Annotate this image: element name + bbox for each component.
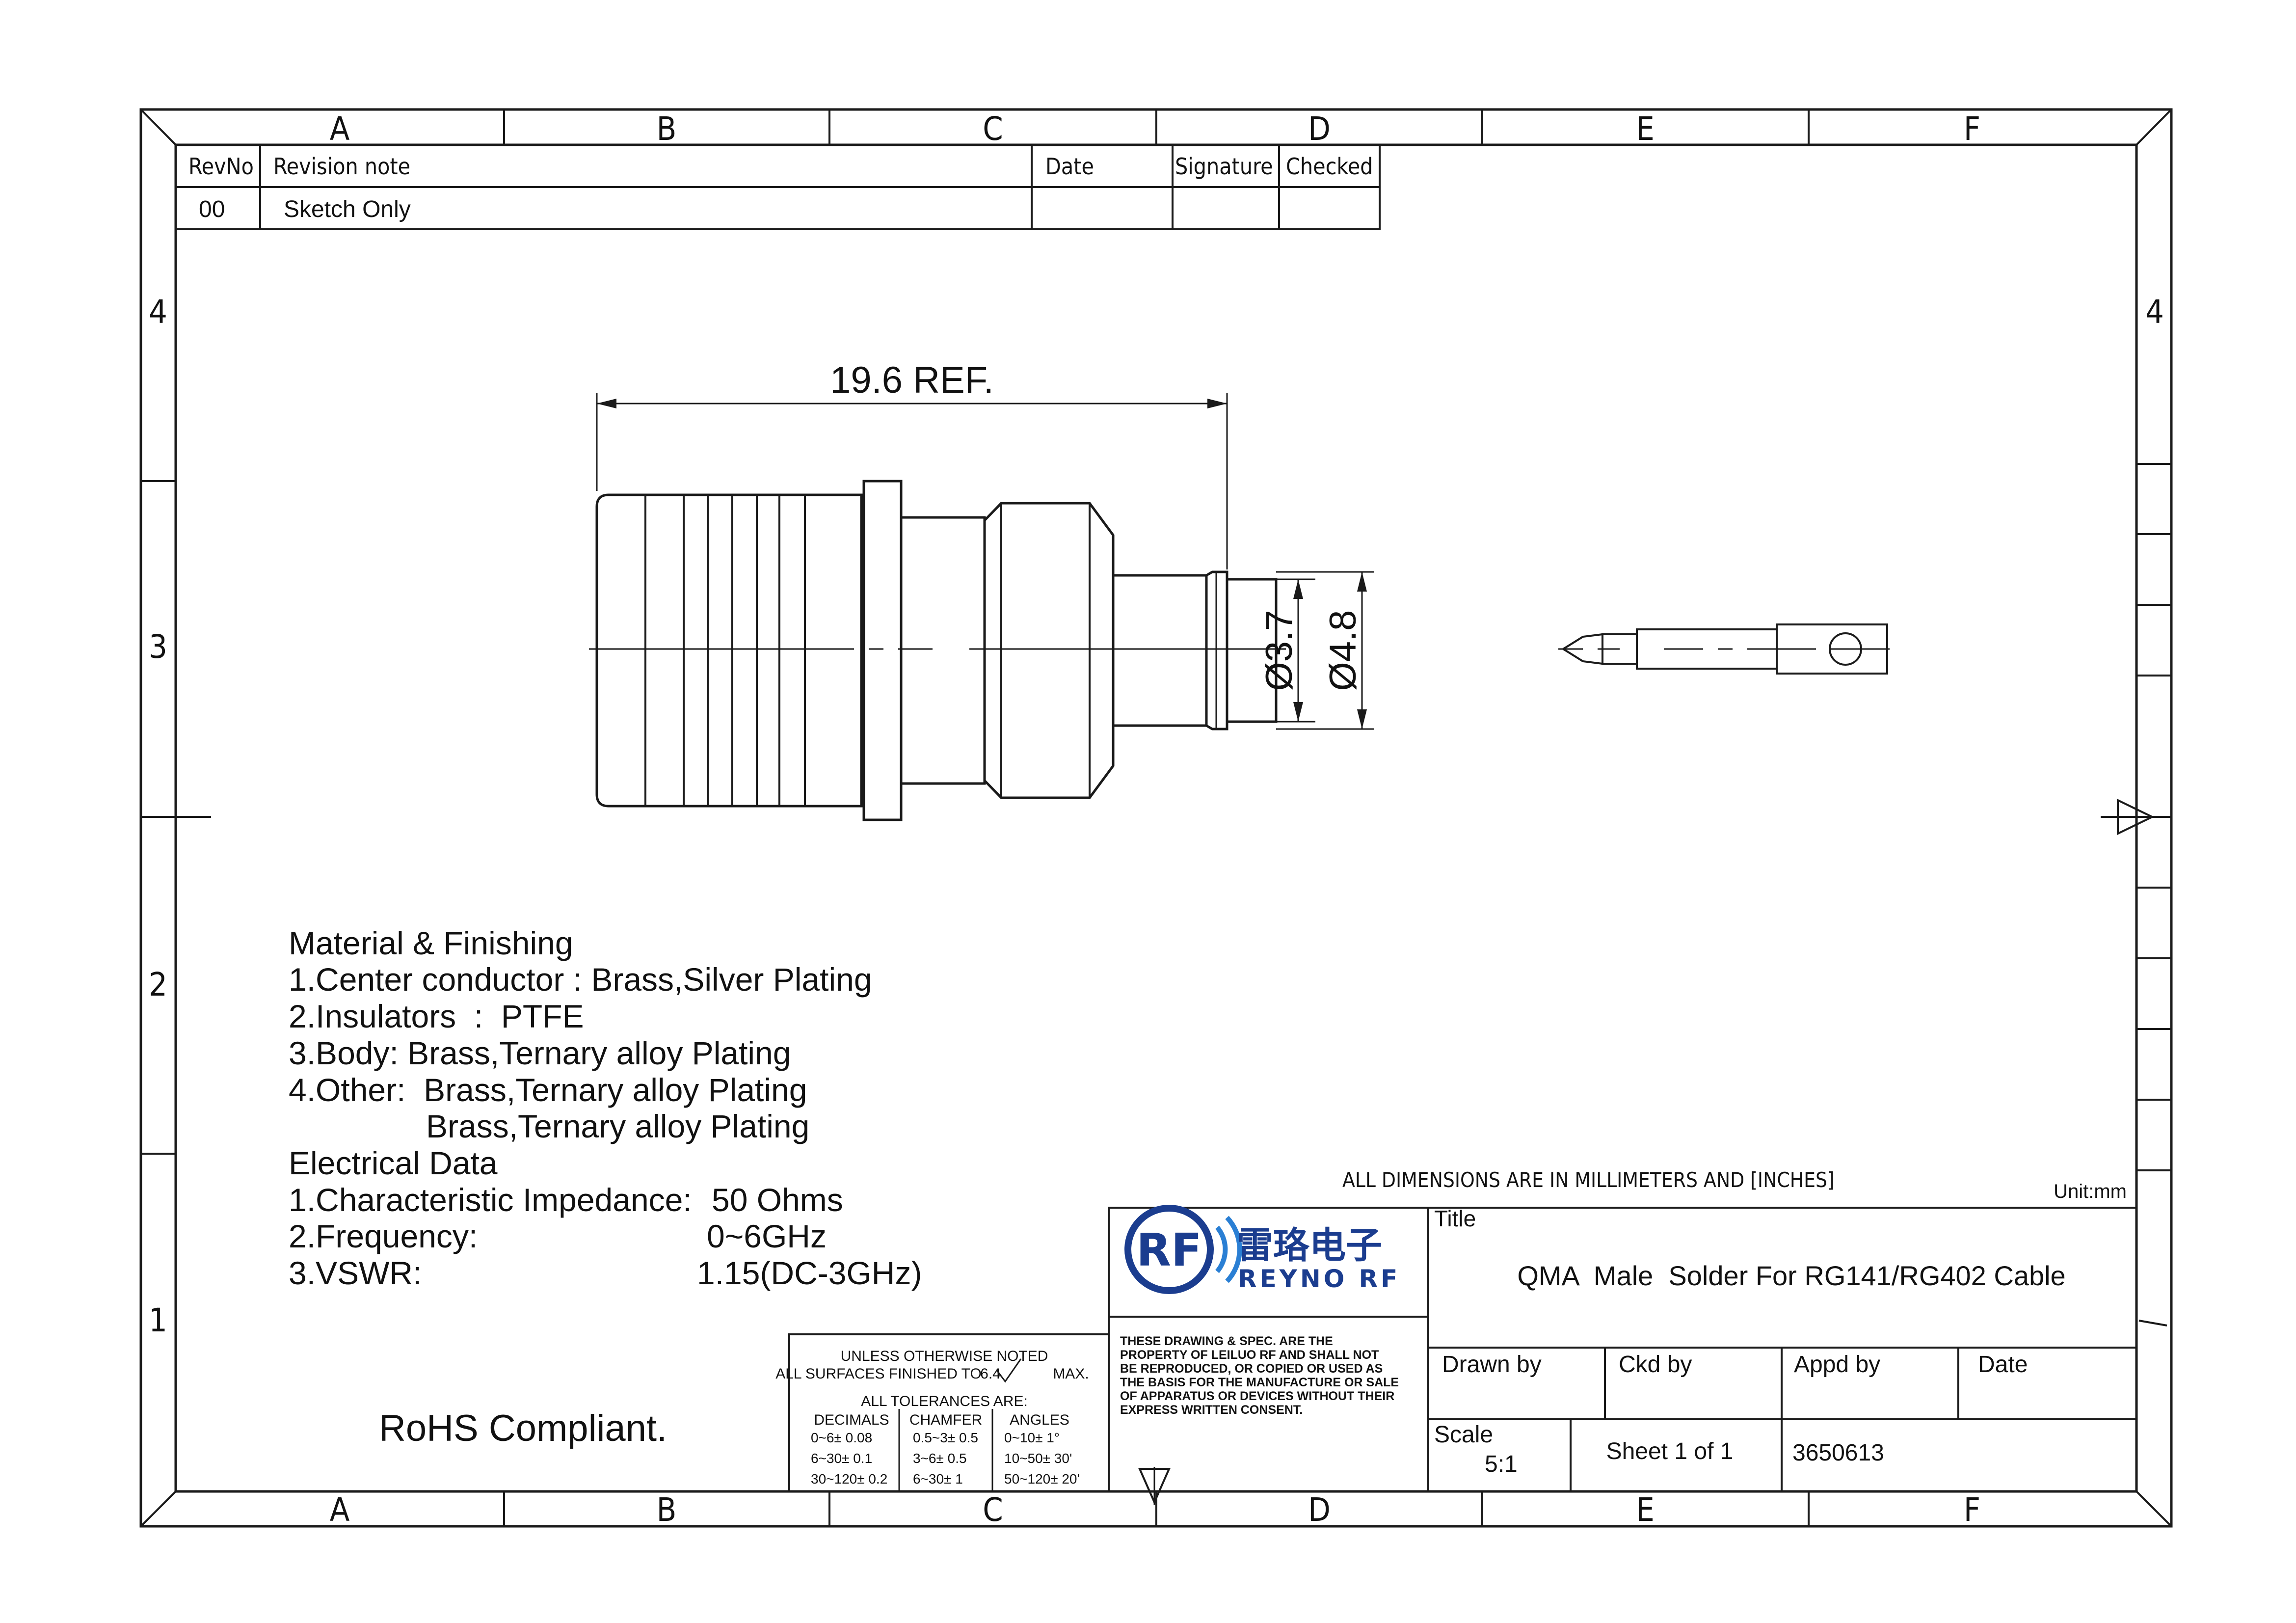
- tolerance-block: UNLESS OTHERWISE NOTED ALL SURFACES FINI…: [775, 1333, 1109, 1491]
- rev-header: RevNo: [188, 153, 254, 180]
- logo-monogram: RF: [1136, 1224, 1202, 1276]
- dimensions: 19.6 REF. Ø3.7 Ø4.8: [596, 359, 1374, 730]
- finish-value: 6.4: [980, 1366, 1001, 1382]
- zone-dividers: [141, 109, 2171, 1526]
- date-label: Date: [1978, 1352, 2028, 1378]
- material-line: 1.Center conductor : Brass,Silver Platin…: [289, 961, 872, 998]
- zone-col-f-bottom: F: [1964, 1491, 1980, 1529]
- outer-diameter-label: Ø4.8: [1322, 610, 1364, 691]
- checked-header: Checked: [1286, 153, 1373, 180]
- electrical-label: 1.Characteristic Impedance:: [289, 1182, 692, 1218]
- electrical-label: 3.VSWR:: [289, 1255, 422, 1291]
- logo-english-name: REYNO RF: [1238, 1265, 1400, 1293]
- length-dimension-label: 19.6 REF.: [830, 359, 994, 401]
- material-title: Material & Finishing: [289, 925, 573, 961]
- connector-side-view: [589, 480, 1286, 821]
- chamfer-header: CHAMFER: [909, 1412, 982, 1428]
- revision-note-header: Revision note: [273, 153, 410, 180]
- zone-col-a-bottom: A: [330, 1491, 350, 1529]
- zone-col-d-bottom: D: [1308, 1491, 1331, 1529]
- units-note: ALL DIMENSIONS ARE IN MILLIMETERS AND [I…: [1342, 1168, 1835, 1192]
- rev-value: 00: [199, 196, 225, 222]
- property-notice: THESE DRAWING & SPEC. ARE THE PROPERTY O…: [1120, 1334, 1399, 1417]
- zone-col-b-top: B: [657, 110, 677, 148]
- zone-col-e-top: E: [1636, 110, 1655, 148]
- electrical-value: 1.15(DC-3GHz): [697, 1255, 922, 1291]
- logo-ring-icon: [1124, 1205, 1214, 1294]
- inner-diameter-label: Ø3.7: [1258, 610, 1300, 691]
- tolerance-cell: 0~6± 0.08: [811, 1430, 872, 1445]
- approved-by-label: Appd by: [1794, 1352, 1880, 1378]
- scale-label: Scale: [1434, 1422, 1493, 1448]
- svg-text:BE REPRODUCED, OR COPIED OR US: BE REPRODUCED, OR COPIED OR USED AS: [1120, 1362, 1383, 1376]
- tolerance-cell: 3~6± 0.5: [913, 1451, 967, 1466]
- revision-note-value: Sketch Only: [284, 196, 411, 222]
- centering-mark-icon: [2117, 798, 2155, 836]
- part-number: 3650613: [1792, 1440, 1884, 1466]
- center-pin: [1558, 623, 1890, 675]
- material-line: Brass,Ternary alloy Plating: [426, 1108, 809, 1144]
- svg-text:PROPERTY OF LEILUO RF AND SHAL: PROPERTY OF LEILUO RF AND SHALL NOT: [1120, 1348, 1379, 1362]
- angles-header: ANGLES: [1010, 1412, 1069, 1428]
- zone-col-f-top: F: [1964, 110, 1980, 148]
- zone-col-c-bottom: C: [983, 1491, 1003, 1529]
- outer-frame: [139, 108, 2173, 1528]
- drawing-title: QMA Male Solder For RG141/RG402 Cable: [1517, 1260, 2065, 1291]
- electrical-value: 0~6GHz: [707, 1218, 827, 1254]
- tolerance-cell: 50~120± 20': [1004, 1471, 1080, 1487]
- rohs-label: RoHS Compliant.: [379, 1407, 667, 1449]
- zone-row-2-left: 2: [149, 966, 167, 1003]
- unit-label: Unit:mm: [2054, 1181, 2127, 1202]
- zone-col-c-top: C: [983, 110, 1003, 148]
- electrical-value: 50 Ohms: [712, 1182, 843, 1218]
- svg-text:THESE DRAWING & SPEC. ARE THE: THESE DRAWING & SPEC. ARE THE: [1120, 1334, 1333, 1348]
- tolerance-line3: ALL TOLERANCES ARE:: [861, 1393, 1028, 1409]
- electrical-title: Electrical Data: [289, 1145, 498, 1181]
- revision-table: RevNo Revision note Date Signature Check…: [175, 144, 1381, 230]
- tolerance-cell: 0.5~3± 0.5: [913, 1430, 978, 1445]
- tolerance-cell: 6~30± 0.1: [811, 1451, 872, 1466]
- tolerance-cell: 6~30± 1: [913, 1471, 963, 1487]
- sheet-label: Sheet 1 of 1: [1606, 1438, 1734, 1464]
- material-line: 3.Body: Brass,Ternary alloy Plating: [289, 1035, 791, 1071]
- decimals-header: DECIMALS: [814, 1412, 889, 1428]
- logo-chinese-name: 雷珞电子: [1237, 1224, 1382, 1267]
- signature-header: Signature: [1175, 153, 1273, 180]
- tolerance-cell: 30~120± 0.2: [811, 1471, 887, 1487]
- specifications: Material & Finishing 1.Center conductor …: [289, 925, 922, 1291]
- zone-row-4-right: 4: [2145, 293, 2164, 331]
- reyno-rf-logo: RF 雷珞电子 REYNO RF: [1124, 1205, 1400, 1294]
- electrical-label: 2.Frequency:: [289, 1218, 478, 1254]
- zone-col-b-bottom: B: [657, 1491, 677, 1529]
- tolerance-line2a: ALL SURFACES FINISHED TO: [775, 1366, 982, 1382]
- zone-col-e-bottom: E: [1636, 1491, 1655, 1529]
- title-block: ALL DIMENSIONS ARE IN MILLIMETERS AND [I…: [1108, 1168, 2137, 1505]
- material-line: 4.Other: Brass,Ternary alloy Plating: [289, 1072, 807, 1108]
- svg-text:THE BASIS FOR THE MANUFACTURE: THE BASIS FOR THE MANUFACTURE OR SALE: [1120, 1376, 1399, 1389]
- tolerance-cell: 0~10± 1°: [1004, 1430, 1060, 1445]
- zone-labels: A B C D E F A B C D E F 4 3 2 1 4: [149, 110, 2164, 1529]
- scale-value: 5:1: [1485, 1451, 1518, 1477]
- zone-col-d-top: D: [1308, 110, 1331, 148]
- tolerance-line1: UNLESS OTHERWISE NOTED: [841, 1348, 1048, 1364]
- checked-by-label: Ckd by: [1619, 1352, 1692, 1378]
- material-line: 2.Insulators : PTFE: [289, 998, 584, 1034]
- zone-row-1-left: 1: [149, 1301, 167, 1339]
- surface-finish-icon: [995, 1358, 1022, 1383]
- title-label: Title: [1434, 1206, 1476, 1231]
- zone-col-a-top: A: [330, 110, 350, 148]
- zone-row-4-left: 4: [149, 293, 167, 331]
- svg-text:EXPRESS WRITTEN CONSENT.: EXPRESS WRITTEN CONSENT.: [1120, 1403, 1303, 1417]
- drawn-by-label: Drawn by: [1442, 1352, 1542, 1378]
- tolerance-cell: 10~50± 30': [1004, 1451, 1072, 1466]
- date-header: Date: [1045, 153, 1094, 180]
- tolerance-line2b: MAX.: [1053, 1366, 1089, 1382]
- zone-row-3-left: 3: [149, 628, 167, 666]
- svg-text:OF APPARATUS OR DEVICES WITHOU: OF APPARATUS OR DEVICES WITHOUT THEIR: [1120, 1389, 1394, 1403]
